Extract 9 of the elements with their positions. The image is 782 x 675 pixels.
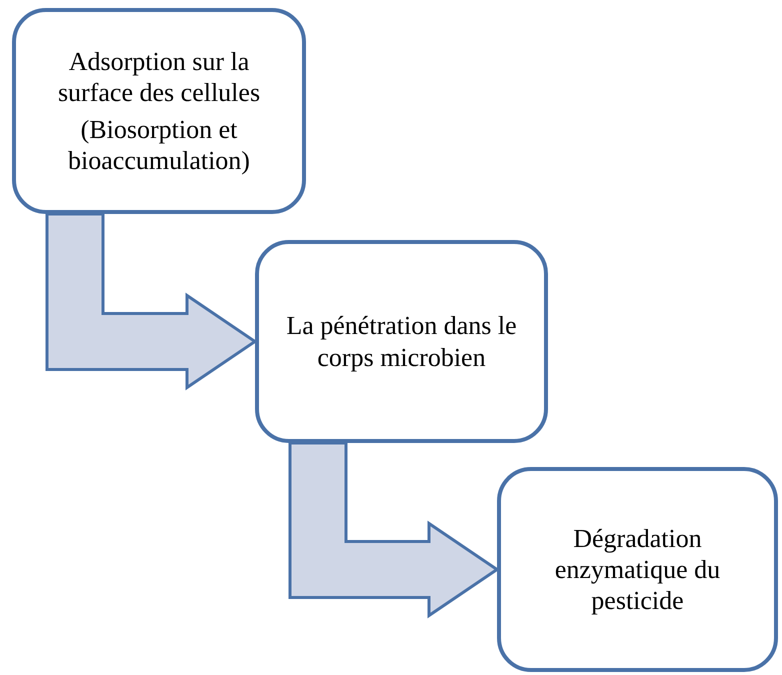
box-text: Adsorption sur la surface des cellules	[56, 46, 262, 108]
process-box	[12, 8, 306, 214]
box-text: La pénétration dans le corps microbien	[285, 310, 518, 373]
box-text: Dégradation enzymatique du pesticide	[554, 522, 722, 616]
box-text: (Biosorption et bioaccumulation)	[67, 114, 251, 176]
bent-block-arrow	[46, 212, 258, 390]
bent-block-arrow	[288, 442, 500, 618]
process-box	[497, 467, 778, 672]
process-box	[255, 240, 548, 443]
